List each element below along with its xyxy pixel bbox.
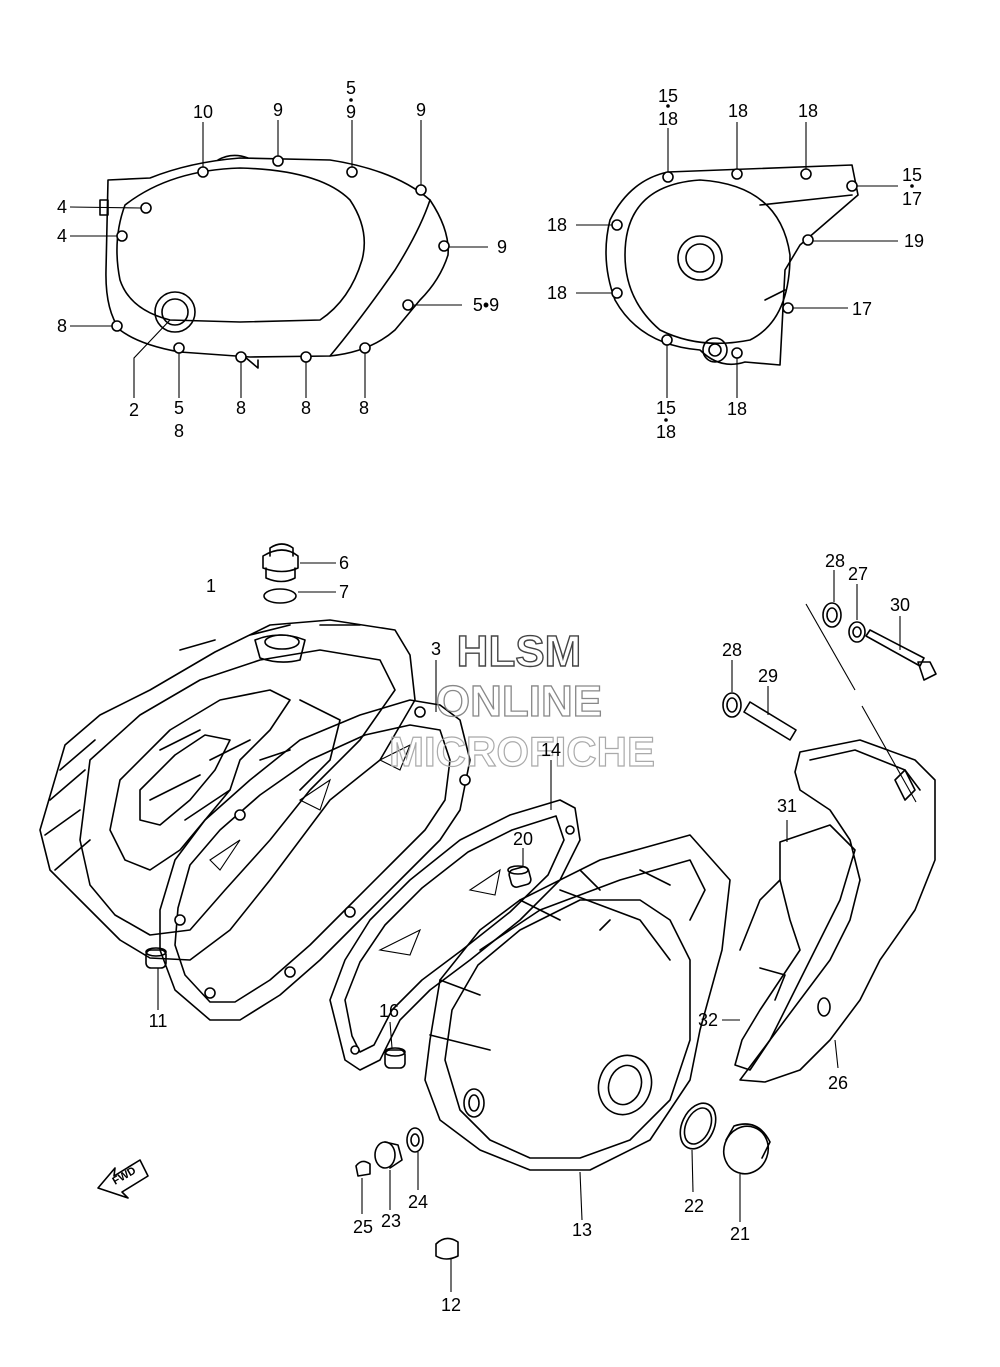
callout-19: 19 — [904, 231, 924, 251]
watermark: HLSM ONLINE MICROFICHE — [388, 626, 655, 775]
part-16-dowel-pin — [384, 1021, 406, 1069]
callout-17: 17 — [902, 189, 922, 209]
callout-27: 27 — [848, 564, 868, 584]
callout-1: 1 — [206, 576, 216, 596]
callout-15: 15 — [656, 398, 676, 418]
callout-14: 14 — [541, 740, 561, 760]
part-6-oil-filler-cap — [262, 543, 336, 583]
fwd-arrow-icon: FWD — [97, 1159, 149, 1199]
callout-15: 15 — [902, 165, 922, 185]
callout-9: 9 — [416, 100, 426, 120]
part-24-washer — [406, 1127, 424, 1190]
callout-8: 8 — [359, 398, 369, 418]
callout-7: 7 — [339, 582, 349, 602]
part-11-dowel-pin — [145, 947, 167, 1010]
clutch-cover-bolt-holes — [111, 155, 450, 363]
callout-30: 30 — [890, 595, 910, 615]
clutch-cover-outline — [99, 154, 449, 369]
exploded-view-labels: 6 7 1 3 14 20 11 16 28 27 30 28 29 31 32… — [149, 551, 910, 1315]
watermark-line-2: ONLINE — [436, 677, 602, 726]
part-26-outer-cover — [739, 739, 936, 1083]
callout-18: 18 — [547, 283, 567, 303]
part-20-dowel-pin — [507, 848, 532, 888]
callout-4: 4 — [57, 197, 67, 217]
callout-11: 11 — [149, 1011, 168, 1031]
callout-16: 16 — [379, 1001, 399, 1021]
callout-18: 18 — [656, 422, 676, 442]
callout-32: 32 — [698, 1010, 718, 1030]
callout-24: 24 — [408, 1192, 428, 1212]
callout-26: 26 — [828, 1073, 848, 1093]
clutch-cover-leader-lines — [69, 98, 488, 398]
callout-5: 5 — [346, 78, 356, 98]
magneto-cover-labels: 15 18 18 18 15 17 18 19 18 17 15 18 18 — [547, 86, 924, 442]
callout-28: 28 — [825, 551, 845, 571]
magneto-cover-leader-lines — [576, 104, 914, 422]
callout-6: 6 — [339, 553, 349, 573]
magneto-cover-outline — [605, 164, 859, 366]
callout-28: 28 — [722, 640, 742, 660]
callout-8: 8 — [174, 421, 184, 441]
callout-5: 5 — [174, 398, 184, 418]
callout-18: 18 — [658, 109, 678, 129]
callout-9: 9 — [497, 237, 507, 257]
part-21-plug-cap — [722, 1123, 771, 1222]
part-29-collar — [743, 686, 797, 741]
callout-8: 8 — [301, 398, 311, 418]
callout-18: 18 — [798, 101, 818, 121]
watermark-line-3: MICROFICHE — [389, 728, 655, 775]
callout-5-9: 5•9 — [473, 295, 499, 315]
clutch-cover-labels: 10 9 5 9 9 4 4 9 8 5•9 2 5 8 8 8 8 — [57, 78, 507, 441]
part-27-washer — [848, 584, 866, 643]
part-28-grommet-b — [722, 660, 742, 718]
callout-8: 8 — [57, 316, 67, 336]
callout-15: 15 — [658, 86, 678, 106]
callout-31: 31 — [777, 796, 797, 816]
callout-2: 2 — [129, 400, 139, 420]
mounting-guide-line — [805, 603, 917, 803]
part-28-grommet — [822, 570, 842, 628]
callout-21: 21 — [730, 1224, 750, 1244]
callout-22: 22 — [684, 1196, 704, 1216]
part-23-bolt — [374, 1141, 403, 1210]
part-31-bracket — [734, 820, 856, 1071]
callout-18: 18 — [728, 101, 748, 121]
part-30-bolt — [865, 616, 937, 681]
part-3-gasket — [159, 660, 471, 1021]
callout-13: 13 — [572, 1220, 592, 1240]
watermark-line-1: HLSM — [457, 627, 582, 676]
callout-23: 23 — [381, 1211, 401, 1231]
callout-9: 9 — [273, 100, 283, 120]
callout-18: 18 — [727, 399, 747, 419]
part-13-cover — [424, 834, 731, 1221]
callout-25: 25 — [353, 1217, 373, 1237]
callout-9: 9 — [346, 102, 356, 122]
callout-3: 3 — [431, 639, 441, 659]
callout-8: 8 — [236, 398, 246, 418]
part-1-clutch-cover — [39, 619, 416, 961]
callout-20: 20 — [513, 829, 533, 849]
part-7-o-ring — [263, 588, 336, 604]
callout-10: 10 — [193, 102, 213, 122]
part-14-gasket — [329, 760, 581, 1071]
callout-18: 18 — [547, 215, 567, 235]
part-22-o-ring — [679, 1102, 717, 1193]
callout-12: 12 — [441, 1295, 461, 1315]
part-12-plug — [435, 1237, 459, 1292]
part-25-plug — [355, 1160, 371, 1214]
callout-29: 29 — [758, 666, 778, 686]
callout-17: 17 — [852, 299, 872, 319]
callout-4: 4 — [57, 226, 67, 246]
